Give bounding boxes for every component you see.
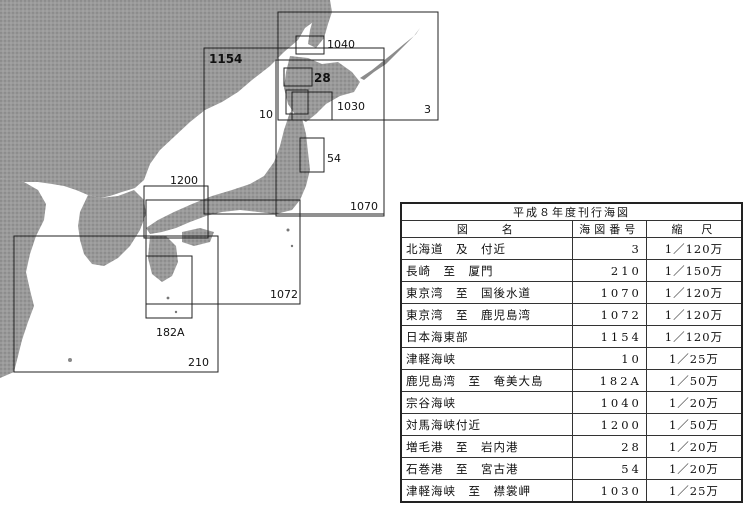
header-scale: 縮 尺 [645,220,743,238]
chart-box-10 [285,89,309,115]
chart-label-1070: 1070 [350,200,378,213]
chart-box-1040 [295,35,325,55]
chart-number-cell: 1072 [571,303,647,326]
chart-name-cell: 津軽海峡 至 襟裳岬 [400,479,573,503]
chart-number-cell: 3 [571,237,647,260]
chart-name-cell: 石巻港 至 宮古港 [400,457,573,480]
chart-number-cell: 1070 [571,281,647,304]
chart-label-1200: 1200 [170,174,198,187]
chart-scale-cell: 1／25万 [645,479,743,503]
hokkaido-island [284,56,360,122]
chart-scale-cell: 1／20万 [645,391,743,414]
chart-scale-cell: 1／120万 [645,325,743,348]
kyushu-island [148,236,178,282]
chart-number-cell: 10 [571,347,647,370]
ryukyu-island [174,310,178,314]
chart-box-28 [283,67,313,87]
chart-box-1200 [143,185,209,239]
chart-label-3: 3 [424,103,431,116]
chart-name-cell: 日本海東部 [400,325,573,348]
chart-label-54: 54 [327,152,341,165]
chart-box-1072 [145,199,301,305]
chart-number-cell: 1154 [571,325,647,348]
chart-label-182a: 182A [156,326,185,339]
chart-number-cell: 210 [571,259,647,282]
chart-scale-cell: 1／120万 [645,303,743,326]
header-chart-number: 海図番号 [571,220,647,238]
izu-island [290,244,294,248]
chart-box-210 [13,235,219,373]
chart-name-cell: 津軽海峡 [400,347,573,370]
chart-label-28: 28 [314,71,331,85]
chart-scale-cell: 1／25万 [645,347,743,370]
izu-island [286,228,290,232]
header-chart-name: 図 名 [400,220,573,238]
chart-number-cell: 28 [571,435,647,458]
chart-name-cell: 増毛港 至 岩内港 [400,435,573,458]
chart-name-cell: 東京湾 至 鹿児島湾 [400,303,573,326]
chart-label-1154: 1154 [209,52,242,66]
chart-label-1072: 1072 [270,288,298,301]
chart-name-cell: 長崎 至 厦門 [400,259,573,282]
chart-box-182a [145,255,193,319]
chart-box-3 [277,11,439,121]
mainland-landmass [0,0,330,198]
shikoku-island [182,228,214,246]
ryukyu-island [166,296,170,300]
chart-box-1030 [291,91,333,121]
chart-label-1040: 1040 [327,38,355,51]
chart-scale-cell: 1／20万 [645,435,743,458]
china-coast [0,178,46,378]
chart-name-cell: 鹿児島湾 至 奄美大島 [400,369,573,392]
chart-name-cell: 対馬海峡付近 [400,413,573,436]
chart-label-10: 10 [259,108,273,121]
chart-scale-cell: 1／50万 [645,369,743,392]
chart-label-1030: 1030 [337,100,365,113]
chart-number-cell: 1040 [571,391,647,414]
chart-number-cell: 182A [571,369,647,392]
chart-box-1070 [275,59,385,217]
honshu-island [146,112,310,234]
chart-scale-cell: 1／50万 [645,413,743,436]
chart-scale-cell: 1／120万 [645,281,743,304]
table-title: 平成８年度刊行海図 [400,202,743,221]
chart-number-cell: 1200 [571,413,647,436]
chart-number-cell: 54 [571,457,647,480]
chart-scale-cell: 1／120万 [645,237,743,260]
chart-box-54 [299,137,325,173]
chart-number-cell: 1030 [571,479,647,503]
chart-label-210: 210 [188,356,209,369]
chart-scale-cell: 1／150万 [645,259,743,282]
chart-name-cell: 北海道 及 付近 [400,237,573,260]
chart-name-cell: 東京湾 至 国後水道 [400,281,573,304]
chart-scale-cell: 1／20万 [645,457,743,480]
korea-peninsula [78,190,146,266]
kuril-islands [360,28,420,80]
chart-name-cell: 宗谷海峡 [400,391,573,414]
taiwan-island [68,358,72,362]
